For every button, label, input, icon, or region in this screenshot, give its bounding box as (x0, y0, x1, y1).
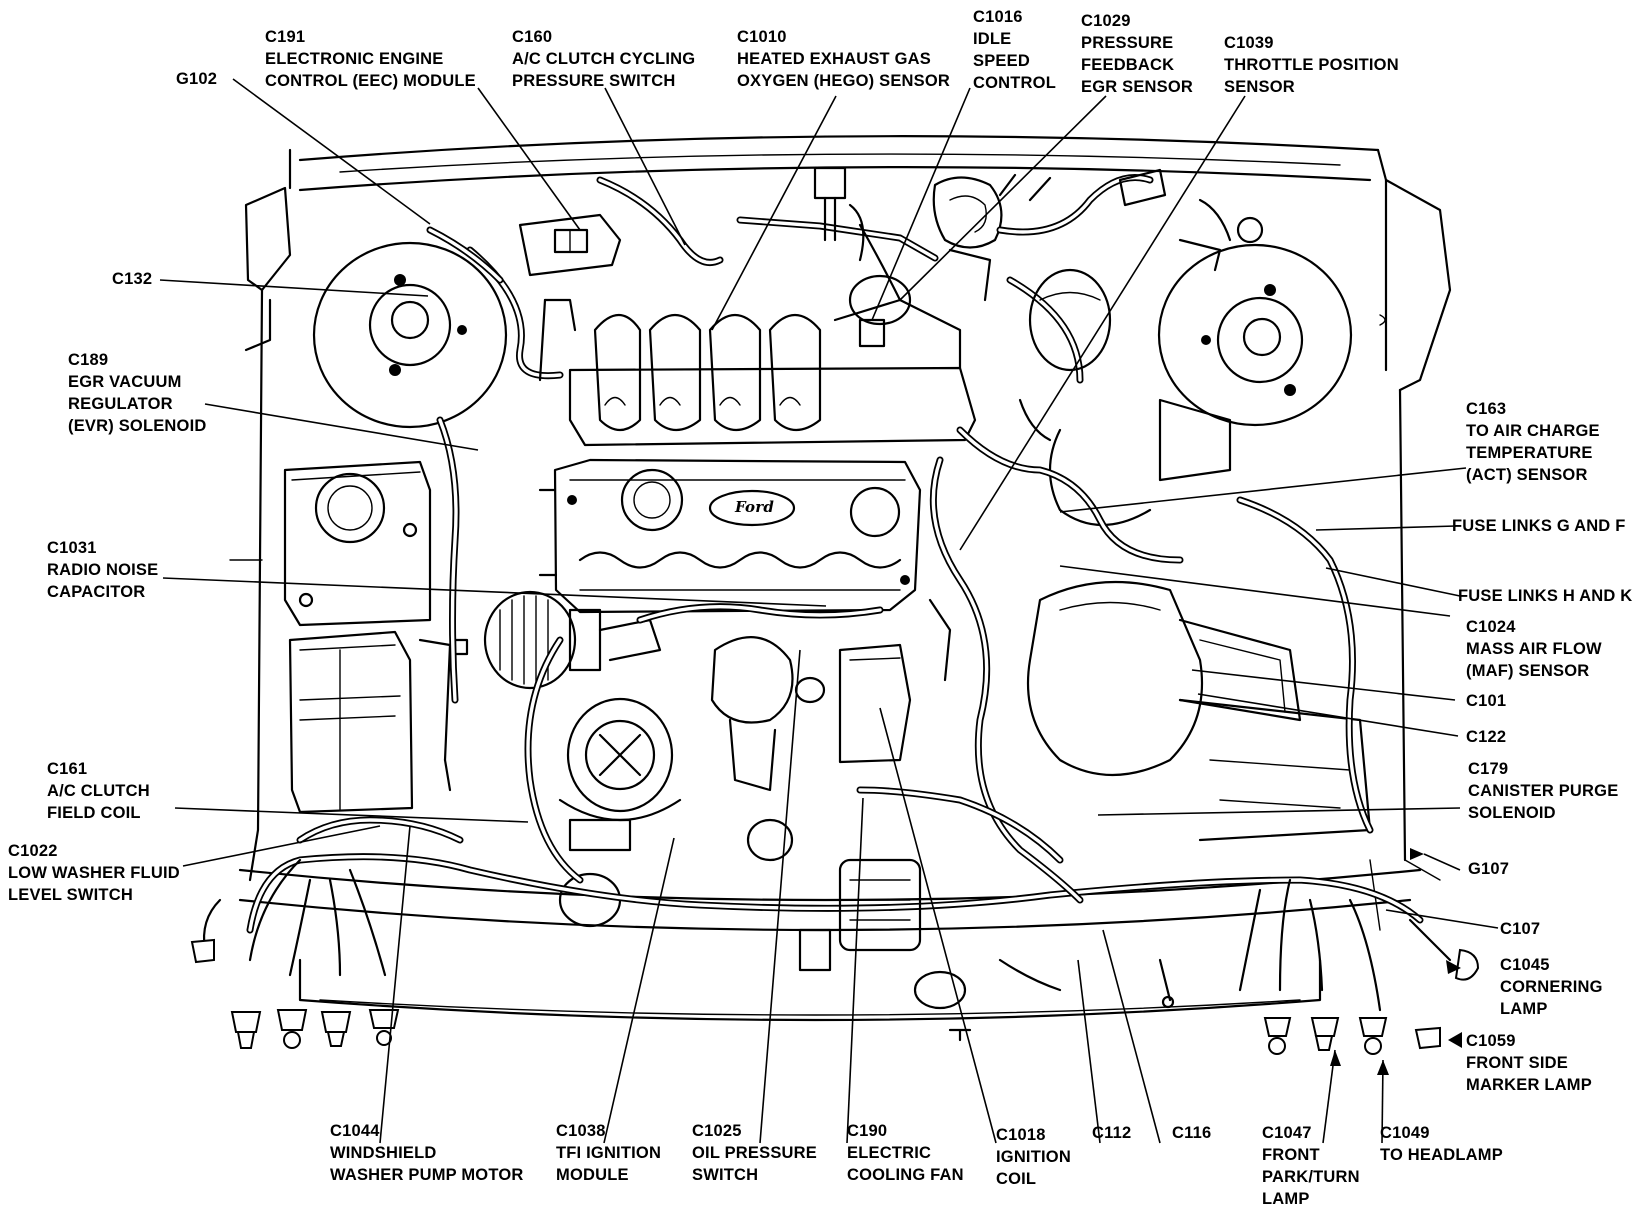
label-c1039-throttle-position-sensor: C1039 THROTTLE POSITION SENSOR (1224, 34, 1399, 96)
label-c1029-egr-sensor: C1029 PRESSURE FEEDBACK EGR SENSOR (1081, 12, 1194, 96)
label-c1022-low-washer-fluid-switch: C1022 LOW WASHER FLUID LEVEL SWITCH (8, 842, 180, 904)
label-c122: C122 (1466, 728, 1507, 746)
label-c101: C101 (1466, 692, 1507, 710)
label-c1031-radio-noise-capacitor: C1031 RADIO NOISE CAPACITOR (47, 539, 159, 601)
label-c189-evr-solenoid: C189 EGR VACUUM REGULATOR (EVR) SOLENOID (68, 351, 207, 435)
leader-lines (159, 78, 1499, 1144)
label-c179-canister-purge-solenoid: C179 CANISTER PURGE SOLENOID (1468, 760, 1619, 822)
left-strut-tower (312, 241, 508, 429)
label-c161-ac-clutch-field-coil: C161 A/C CLUTCH FIELD COIL (47, 760, 150, 822)
label-c107: C107 (1500, 920, 1541, 938)
lamp-connectors-left (190, 938, 400, 1049)
right-strut-tower (1157, 243, 1386, 427)
label-c1010-hego-sensor: C1010 HEATED EXHAUST GAS OXYGEN (HEGO) S… (737, 28, 951, 90)
label-c1045-cornering-lamp: C1045 CORNERING LAMP (1500, 956, 1603, 1018)
label-c1038-tfi-ignition-module: C1038 TFI IGNITION MODULE (556, 1122, 662, 1184)
valve-cover (538, 458, 922, 614)
label-c160-ac-clutch-switch: C160 A/C CLUTCH CYCLING PRESSURE SWITCH (512, 28, 696, 90)
label-g107: G107 (1468, 860, 1510, 878)
label-c1059-front-side-marker-lamp: C1059 FRONT SIDE MARKER LAMP (1466, 1032, 1592, 1094)
label-c1047-front-park-turn-lamp: C1047 FRONT PARK/TURN LAMP (1262, 1124, 1360, 1208)
label-c163-act-sensor: C163 TO AIR CHARGE TEMPERATURE (ACT) SEN… (1466, 400, 1600, 484)
label-g102: G102 (176, 70, 218, 88)
alternator (483, 590, 662, 690)
label-c112: C112 (1092, 1124, 1132, 1142)
label-c116: C116 (1172, 1124, 1212, 1142)
label-c132: C132 (112, 270, 153, 288)
air-cleaner-assembly (1018, 268, 1372, 842)
engine-badge: Ford (735, 498, 775, 516)
washer-fluid-reservoir (288, 630, 469, 814)
label-c1049-to-headlamp: C1049 TO HEADLAMP (1380, 1124, 1503, 1164)
firewall-components (426, 166, 1264, 384)
label-c1044-washer-pump-motor: C1044 WINDSHIELD WASHER PUMP MOTOR (330, 1122, 524, 1184)
leader-arrowheads (1330, 848, 1462, 1075)
label-c190-electric-cooling-fan: C190 ELECTRIC COOLING FAN (847, 1122, 964, 1184)
intake-manifold (538, 248, 992, 447)
label-c1024-maf-sensor: C1024 MASS AIR FLOW (MAF) SENSOR (1466, 618, 1602, 680)
label-c1018-ignition-coil: C1018 IGNITION COIL (996, 1126, 1071, 1188)
wiring-harness (202, 416, 1452, 1012)
coolant-reservoir (283, 460, 432, 627)
lamp-connectors-right (1263, 948, 1480, 1055)
label-c1025-oil-pressure-switch: C1025 OIL PRESSURE SWITCH (692, 1122, 817, 1184)
label-c191-eec-module: C191 ELECTRONIC ENGINE CONTROL (EEC) MOD… (265, 28, 476, 90)
distributor-and-coil (710, 598, 952, 862)
ac-compressor (558, 697, 682, 928)
label-c1016-idle-speed-control: C1016 IDLE SPEED CONTROL (973, 8, 1056, 92)
label-fuse-links-g-f: FUSE LINKS G AND F (1452, 517, 1626, 535)
label-fuse-links-h-k: FUSE LINKS H AND K (1458, 587, 1633, 605)
